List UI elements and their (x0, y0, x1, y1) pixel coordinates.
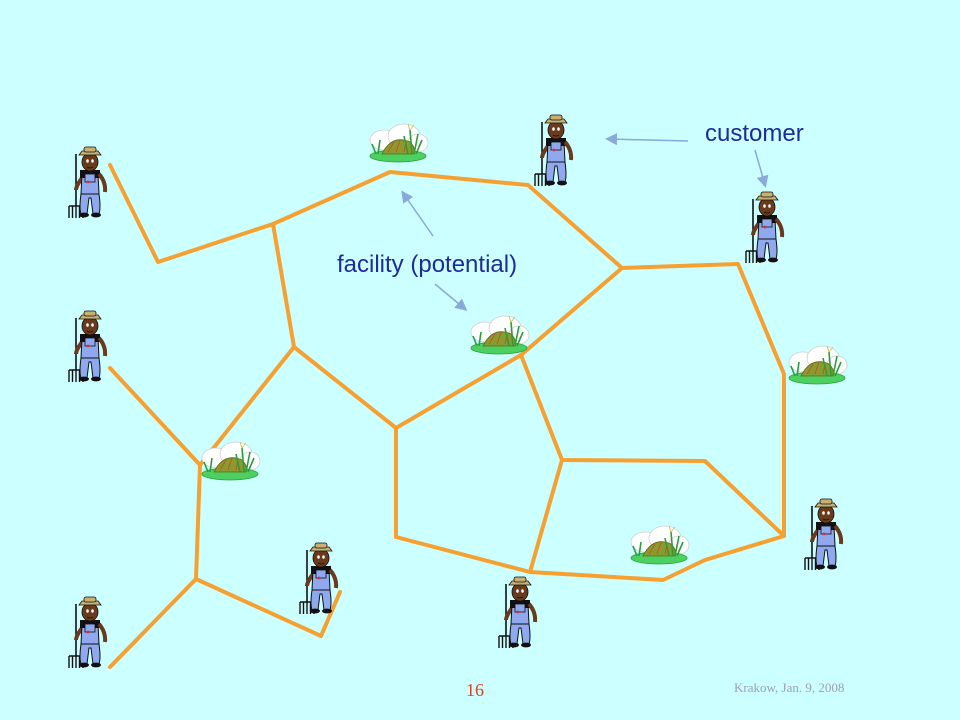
edge-path-left-down (194, 463, 342, 638)
farmer-icon (298, 541, 339, 616)
farmer-icon (67, 145, 108, 220)
haystack-icon (788, 345, 848, 385)
arrow-customer-down (754, 149, 769, 188)
arrow-facility-down (434, 283, 468, 311)
arrow-facility-up (401, 190, 434, 237)
farmer-icon (533, 113, 574, 188)
farmer-icon (497, 575, 538, 650)
farmer-icon (744, 190, 785, 265)
farmer-icon (67, 309, 108, 384)
edge-path-bottom-right (528, 534, 786, 582)
edge-path-bottom-left (108, 577, 198, 669)
edge-path-center-down (394, 426, 564, 574)
arrow-customer-left (605, 133, 689, 146)
farmer-icon (803, 497, 844, 572)
haystack-icon (369, 123, 429, 163)
haystack-icon (201, 441, 261, 481)
customer-label: customer (705, 120, 804, 147)
haystack-icon (470, 315, 530, 355)
annotation-arrows (401, 133, 769, 311)
farmer-icon (67, 595, 108, 670)
network-edges (108, 163, 786, 669)
page-number: 16 (466, 680, 484, 700)
edge-path-top-left (108, 163, 786, 538)
footer-date: Krakow, Jan. 9, 2008 (734, 680, 845, 695)
edge-path-left-side (108, 345, 296, 467)
haystack-icon (630, 525, 690, 565)
facility-icons (201, 123, 848, 565)
edge-path-middle (271, 222, 523, 430)
facility-label: facility (potential) (337, 251, 518, 278)
